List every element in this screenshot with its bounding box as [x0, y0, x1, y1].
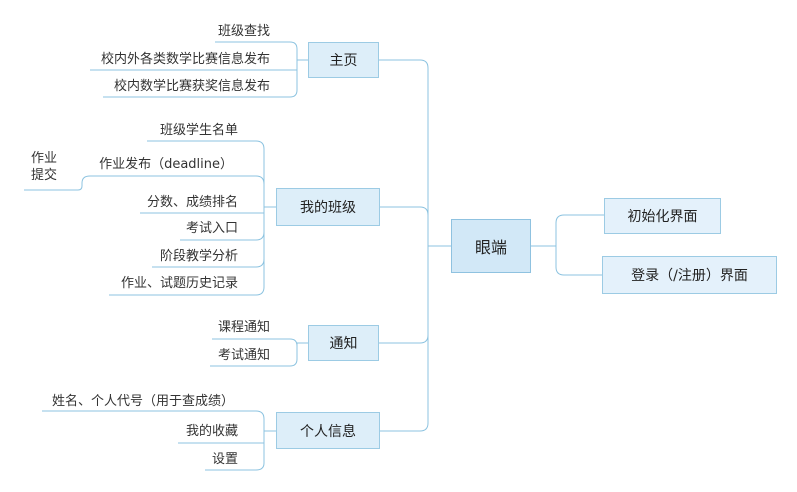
node-init-screen[interactable]: 初始化界面 — [604, 198, 721, 234]
node-notice-label: 通知 — [329, 336, 358, 352]
node-home[interactable]: 主页 — [308, 42, 379, 78]
leaf-homework-submit-line1: 作业 — [30, 151, 57, 166]
leaf-student-list[interactable]: 班级学生名单 — [159, 123, 238, 138]
connector-root-myclass — [380, 206, 429, 246]
connector-home-leaf0 — [215, 41, 298, 60]
node-init-screen-label: 初始化界面 — [627, 209, 698, 225]
leaf-competition-info[interactable]: 校内外各类数学比赛信息发布 — [100, 52, 270, 67]
connector-home-leaf2 — [103, 60, 298, 98]
leaf-settings[interactable]: 设置 — [211, 452, 238, 467]
leaf-name-code[interactable]: 姓名、个人代号（用于查成绩） — [51, 394, 234, 409]
connector-myclass-leaf1 — [100, 175, 265, 207]
connector-notice-leaf0 — [212, 338, 298, 347]
leaf-homework-submit-line2: 提交 — [30, 168, 57, 183]
node-my-class-label: 我的班级 — [300, 200, 356, 216]
leaf-teaching-analysis[interactable]: 阶段教学分析 — [159, 249, 238, 264]
connector-profile-leaf0 — [42, 410, 265, 431]
node-login-screen-label: 登录（/注册）界面 — [631, 268, 748, 284]
connector-root-home — [379, 59, 429, 246]
node-my-class[interactable]: 我的班级 — [276, 188, 380, 226]
leaf-exam-entry[interactable]: 考试入口 — [185, 221, 238, 236]
connector-root-notice — [379, 246, 429, 344]
connector-right-login — [555, 246, 602, 276]
connector-sub-leaf — [24, 175, 100, 191]
leaf-homework-submit[interactable]: 作业 提交 — [26, 150, 62, 184]
root-label: 眼端 — [474, 238, 507, 257]
connector-profile-leaf2 — [205, 431, 265, 471]
leaf-favorites[interactable]: 我的收藏 — [185, 424, 238, 439]
connector-right-init — [555, 214, 604, 246]
leaf-class-search[interactable]: 班级查找 — [217, 24, 270, 39]
root-node[interactable]: 眼端 — [451, 219, 531, 273]
node-notice[interactable]: 通知 — [308, 325, 379, 361]
leaf-score-ranking[interactable]: 分数、成绩排名 — [146, 195, 238, 210]
node-home-label: 主页 — [329, 53, 358, 69]
connector-root-profile — [380, 246, 429, 432]
node-profile-label: 个人信息 — [300, 423, 356, 440]
leaf-award-info[interactable]: 校内数学比赛获奖信息发布 — [113, 79, 270, 94]
node-login-screen[interactable]: 登录（/注册）界面 — [602, 256, 777, 294]
leaf-course-notice[interactable]: 课程通知 — [217, 320, 270, 335]
leaf-exam-notice[interactable]: 考试通知 — [217, 348, 270, 363]
node-profile[interactable]: 个人信息 — [276, 412, 380, 449]
connector-myclass-leaf5 — [109, 207, 265, 296]
connector-notice-leaf1 — [210, 343, 298, 367]
connector-myclass-leaf0 — [147, 140, 265, 207]
leaf-homework-publish[interactable]: 作业发布（deadline） — [99, 157, 233, 172]
leaf-history-records[interactable]: 作业、试题历史记录 — [120, 276, 238, 291]
